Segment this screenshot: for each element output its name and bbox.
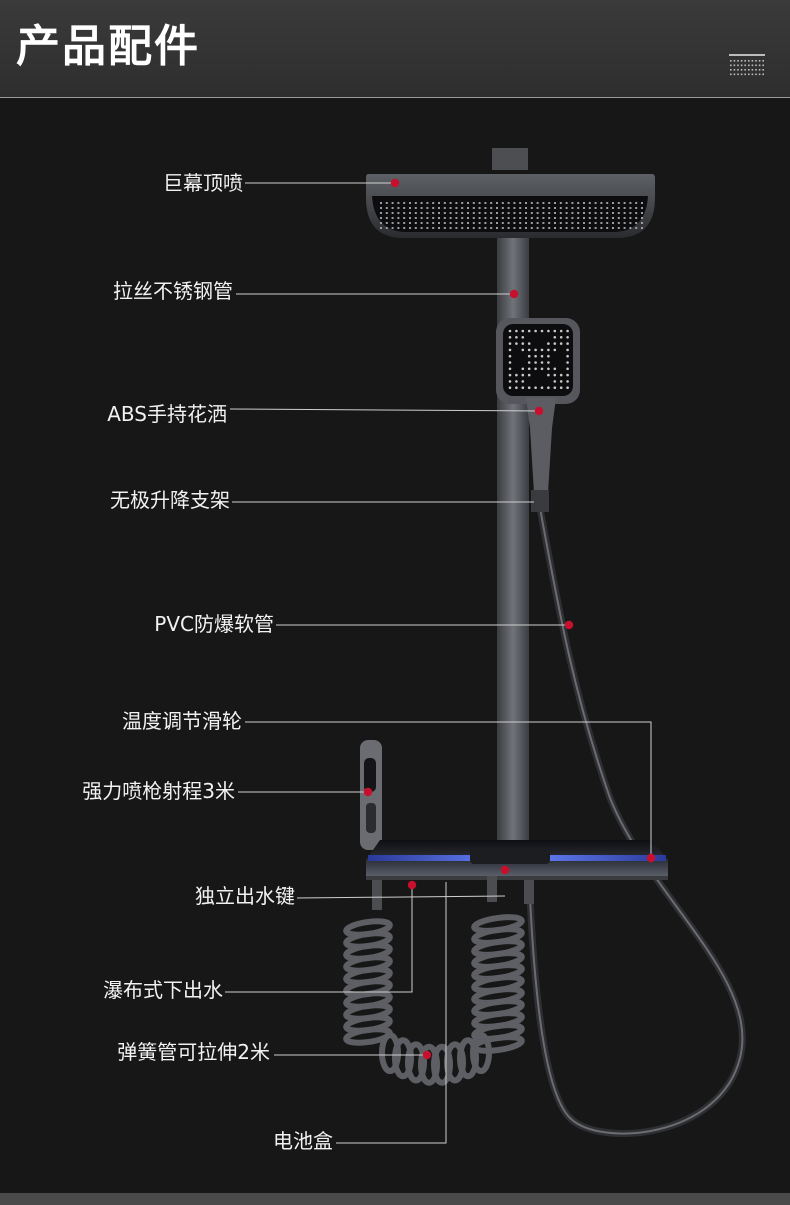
label-pvc-hose: PVC防爆软管 bbox=[154, 612, 274, 636]
footer-bar bbox=[0, 1193, 790, 1205]
shower-head-icon bbox=[729, 54, 765, 76]
rain-nozzles bbox=[380, 202, 643, 229]
page-title: 产品配件 bbox=[16, 21, 200, 72]
label-water-keys: 独立出水键 bbox=[195, 884, 295, 908]
label-spray-gun: 强力喷枪射程3米 bbox=[82, 779, 235, 803]
label-waterfall-outlet: 瀑布式下出水 bbox=[103, 978, 223, 1002]
label-steel-pipe: 拉丝不锈钢管 bbox=[113, 279, 233, 303]
header-bar: 产品配件 bbox=[0, 0, 790, 97]
product-diagram: 巨幕顶喷 拉丝不锈钢管 ABS手持花洒 无极升降支架 PVC防爆软管 温度调节滑… bbox=[0, 98, 790, 1193]
spray-gun bbox=[360, 740, 382, 850]
label-spring-hose: 弹簧管可拉伸2米 bbox=[117, 1040, 270, 1064]
top-connector bbox=[492, 148, 528, 170]
shower-system-illustration bbox=[225, 148, 746, 1144]
label-lift-bracket: 无极升降支架 bbox=[110, 488, 230, 512]
label-temp-knob: 温度调节滑轮 bbox=[122, 709, 242, 733]
label-hand-shower: ABS手持花洒 bbox=[107, 402, 227, 426]
label-battery-box: 电池盒 bbox=[273, 1129, 333, 1153]
label-rain-shower-head: 巨幕顶喷 bbox=[163, 171, 243, 195]
steel-pipe bbox=[497, 208, 529, 848]
header-divider bbox=[0, 97, 790, 98]
spring-hose bbox=[343, 914, 525, 1086]
pvc-hose bbox=[526, 507, 746, 1137]
